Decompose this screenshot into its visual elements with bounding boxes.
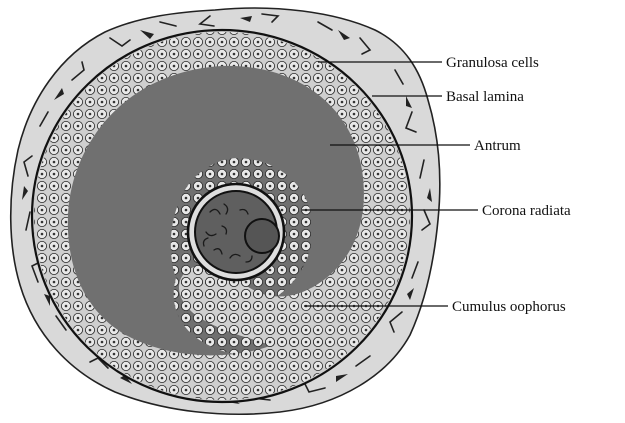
oocyte-nucleus — [245, 219, 279, 253]
label-granulosa-cells: Granulosa cells — [446, 55, 539, 71]
label-basal-lamina: Basal lamina — [446, 89, 524, 105]
label-antrum: Antrum — [474, 138, 521, 154]
label-cumulus-oophorus: Cumulus oophorus — [452, 299, 566, 315]
label-corona-radiata: Corona radiata — [482, 203, 571, 219]
